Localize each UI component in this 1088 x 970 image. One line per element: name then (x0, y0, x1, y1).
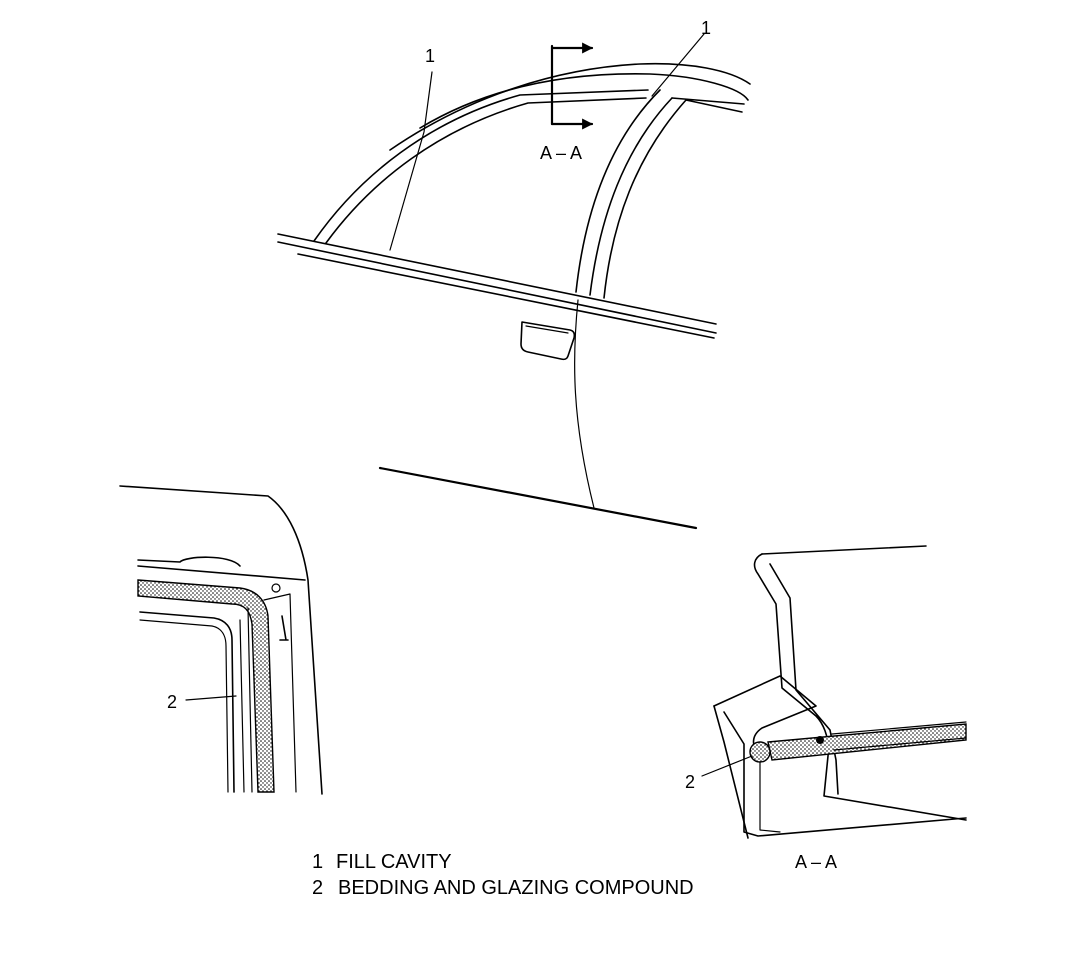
callout-1-top-right: 1 (701, 18, 711, 38)
legend-item-2-text: BEDDING AND GLAZING COMPOUND (338, 877, 694, 899)
pillar-profile (753, 553, 967, 821)
legend-item-1-number: 1 (312, 851, 323, 873)
roof-rail (389, 62, 751, 151)
legend-item-1-text: FILL CAVITY (336, 851, 452, 873)
car-side-view (277, 33, 751, 530)
rocker-line (378, 466, 698, 530)
section-view-label: A – A (795, 852, 837, 872)
callout-2-right: 2 (685, 772, 695, 792)
leader-line-2-right (701, 755, 753, 777)
section-marker-label: A – A (540, 143, 582, 163)
corner-detail-view (119, 485, 323, 795)
callout-2-left: 2 (167, 692, 177, 712)
leader-line-1-left (389, 71, 433, 251)
window-frame-front (313, 89, 649, 242)
glazing-compound-band (137, 579, 275, 793)
glass-pane (767, 723, 967, 761)
beltline-molding (277, 233, 717, 339)
body-contour (119, 485, 323, 795)
section-cut-marker (550, 42, 594, 130)
door-handle (520, 321, 576, 361)
leader-line-1-right (651, 33, 705, 97)
legend: 1 FILL CAVITY 2 BEDDING AND GLAZING COMP… (312, 851, 694, 899)
legend-item-2-number: 2 (312, 877, 323, 899)
compound-bead (749, 741, 771, 763)
section-aa-view (701, 545, 967, 839)
leader-line-2-left (185, 695, 237, 701)
b-pillar (575, 89, 687, 299)
callout-1-top-left: 1 (425, 46, 435, 66)
door-seam (573, 299, 595, 509)
